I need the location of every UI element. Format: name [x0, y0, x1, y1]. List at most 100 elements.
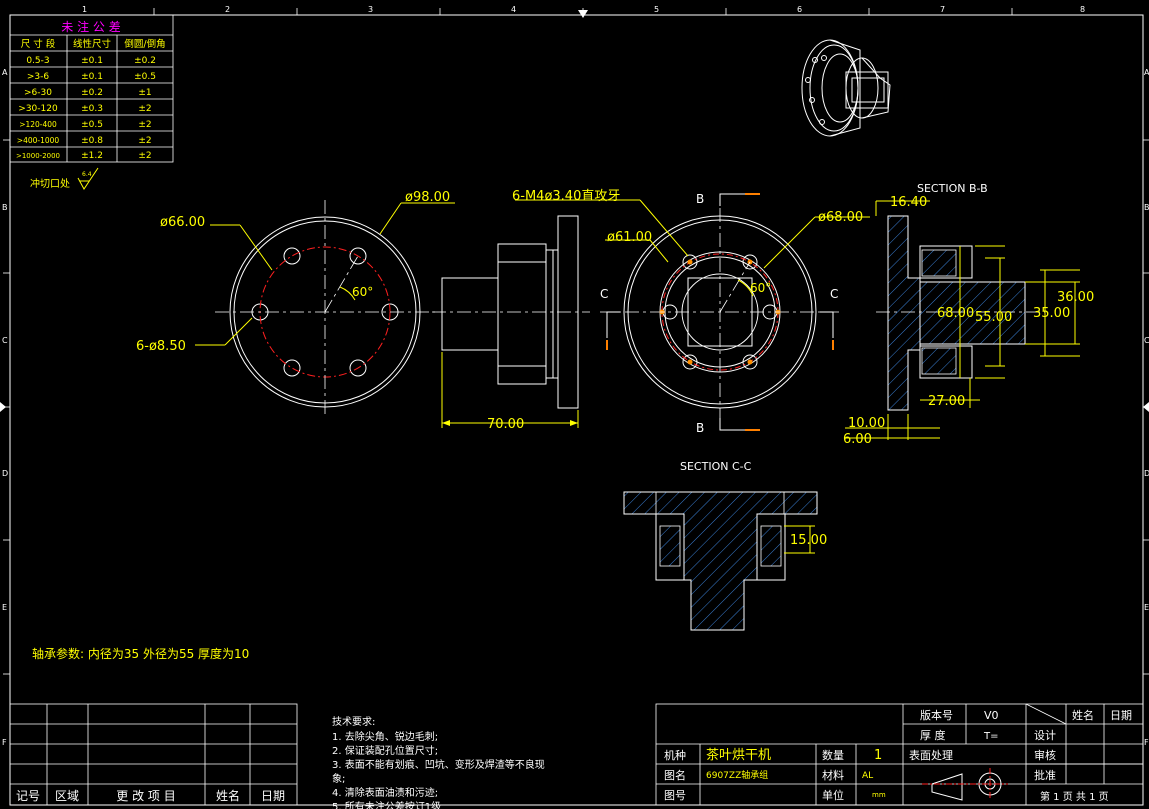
- tolerance-cell: ±0.1: [81, 72, 103, 82]
- projection-symbol-icon: [922, 768, 1008, 801]
- tolerance-cell: >400-1000: [17, 136, 60, 145]
- tech-note-line: 4. 清除表面油渍和污迹;: [332, 786, 438, 799]
- section-angle: 60°: [750, 281, 771, 295]
- page-info: 第 1 页 共 1 页: [1040, 790, 1109, 803]
- date-label: 日期: [1110, 709, 1132, 722]
- tolerance-table: 未 注 公 差 尺 寸 段 线性尺寸 倒圆/倒角 0.5-3 ±0.1 ±0.2…: [9, 14, 174, 163]
- tech-note-line: 象;: [332, 773, 345, 785]
- cut-note: 冲切口处 6.4: [30, 167, 99, 190]
- bb-dim-27: 27.00: [928, 394, 965, 409]
- tolerance-cell: >30-120: [18, 104, 58, 114]
- bearing-note: 轴承参数: 内径为35 外径为55 厚度为10: [32, 646, 249, 661]
- drawing-frame: 1 2 3 4 5 6 7 8 A B C D E F A B C D E F: [0, 5, 1149, 806]
- frame-row-a: A: [2, 68, 8, 77]
- drawing-no-label: 图号: [664, 789, 686, 802]
- frame-row-d-right: D: [1144, 469, 1149, 478]
- tech-note-line: 5. 所有未注公差按订1级: [332, 800, 441, 809]
- side-view: 70.00: [432, 215, 590, 432]
- tech-notes: 技术要求: 1. 去除尖角、锐边毛刺; 2. 保证装配孔位置尺寸; 3. 表面不…: [332, 715, 545, 809]
- tolerance-header-linear: 线性尺寸: [73, 38, 112, 50]
- bb-dim-36: 36.00: [1057, 290, 1094, 305]
- tolerance-cell: ±0.5: [81, 120, 103, 130]
- front-dim-pcd: ø66.00: [160, 215, 205, 230]
- version-value: V0: [984, 709, 999, 722]
- front-angle: 60°: [352, 285, 373, 299]
- frame-col-2: 2: [225, 5, 230, 14]
- tolerance-cell: >120-400: [19, 120, 57, 129]
- revision-header-zone: 区域: [55, 789, 79, 803]
- bb-dim-35: 35.00: [1033, 306, 1070, 321]
- frame-col-4: 4: [511, 5, 516, 14]
- section-cc-title: SECTION C-C: [680, 460, 752, 473]
- frame-row-c-right: C: [1144, 336, 1149, 345]
- tolerance-cell: ±0.8: [81, 136, 103, 146]
- roughness-symbol-icon: [77, 167, 99, 190]
- tolerance-cell: ±2: [138, 151, 151, 161]
- qty-value: 1: [874, 748, 882, 763]
- frame-row-a-right: A: [1144, 68, 1149, 77]
- revision-header-date: 日期: [261, 789, 285, 803]
- section-dim-61: ø61.00: [607, 230, 652, 245]
- frame-row-b-right: B: [1144, 203, 1149, 212]
- frame-row-c: C: [2, 336, 8, 345]
- front-view: 60° ø98.00 ø66.00 6-ø8.50: [136, 190, 455, 418]
- tech-note-line: 3. 表面不能有划痕、凹坑、变形及焊渣等不良现: [332, 758, 545, 771]
- thickness-value: T=: [983, 731, 999, 742]
- tolerance-header-size: 尺 寸 段: [21, 38, 56, 50]
- section-bb-title: SECTION B-B: [917, 182, 988, 195]
- cut-note-roughness: 6.4: [82, 171, 92, 178]
- bb-dim-68: 68.00: [937, 306, 974, 321]
- review-label: 审核: [1034, 748, 1056, 762]
- revision-header-mark: 记号: [16, 789, 40, 803]
- thickness-label: 厚 度: [920, 728, 946, 742]
- tolerance-cell: ±0.2: [81, 88, 103, 98]
- tolerance-cell: ±1: [138, 88, 151, 98]
- tolerance-cell: ±0.2: [134, 56, 156, 66]
- qty-label: 数量: [822, 749, 844, 762]
- name-label: 姓名: [1072, 708, 1094, 722]
- drawing-name-label: 图名: [664, 768, 686, 782]
- frame-col-8: 8: [1080, 5, 1085, 14]
- section-label-b-bottom: B: [696, 421, 704, 435]
- section-bb: SECTION B-B: [843, 182, 1094, 447]
- tech-note-line: 2. 保证装配孔位置尺寸;: [332, 744, 438, 757]
- revision-header-name: 姓名: [216, 788, 240, 803]
- tolerance-cell: 0.5-3: [26, 56, 49, 66]
- revision-header-item: 更 改 项 目: [116, 789, 175, 803]
- revision-table: 记号 区域 更 改 项 目 姓名 日期: [9, 703, 298, 806]
- frame-col-1: 1: [82, 5, 87, 14]
- section-label-b-top: B: [696, 192, 704, 206]
- bb-dim-6: 6.00: [843, 432, 872, 447]
- tech-note-line: 1. 去除尖角、锐边毛刺;: [332, 730, 438, 743]
- bb-dim-55: 55.00: [975, 310, 1012, 325]
- machine-value: 茶叶烘干机: [706, 747, 771, 763]
- tolerance-title: 未 注 公 差: [61, 19, 120, 34]
- tolerance-cell: ±0.1: [81, 56, 103, 66]
- section-cc: SECTION C-C 15.00: [623, 460, 827, 631]
- unit-value: mm: [872, 791, 886, 799]
- frame-row-b: B: [2, 203, 8, 212]
- tolerance-cell: ±1.2: [81, 151, 103, 161]
- tolerance-cell: >3-6: [27, 72, 50, 82]
- section-dim-thread: 6-M4ø3.40直攻牙: [512, 189, 620, 204]
- tolerance-cell: ±0.3: [81, 104, 103, 114]
- section-view: 60° B B C C 6-M4ø3.40直攻牙: [512, 189, 870, 435]
- frame-col-3: 3: [368, 5, 373, 14]
- tolerance-cell: ±2: [138, 136, 151, 146]
- frame-row-e-right: E: [1144, 603, 1149, 612]
- tolerance-cell: ±0.5: [134, 72, 156, 82]
- bb-dim-top: 16.40: [890, 195, 927, 210]
- version-label: 版本号: [920, 708, 953, 722]
- front-dim-outer: ø98.00: [405, 190, 450, 205]
- drawing-name-value: 6907ZZ轴承组: [706, 769, 768, 781]
- cc-dim-15: 15.00: [790, 533, 827, 548]
- tolerance-header-chamfer: 倒圆/倒角: [124, 38, 165, 50]
- material-value: AL: [862, 771, 873, 781]
- frame-row-f-right: F: [1144, 738, 1149, 747]
- frame-row-f: F: [2, 738, 7, 747]
- side-dim-length: 70.00: [487, 417, 524, 432]
- tolerance-cell: >6-30: [24, 88, 52, 98]
- section-label-c-left: C: [600, 287, 608, 301]
- section-label-c-right: C: [830, 287, 838, 301]
